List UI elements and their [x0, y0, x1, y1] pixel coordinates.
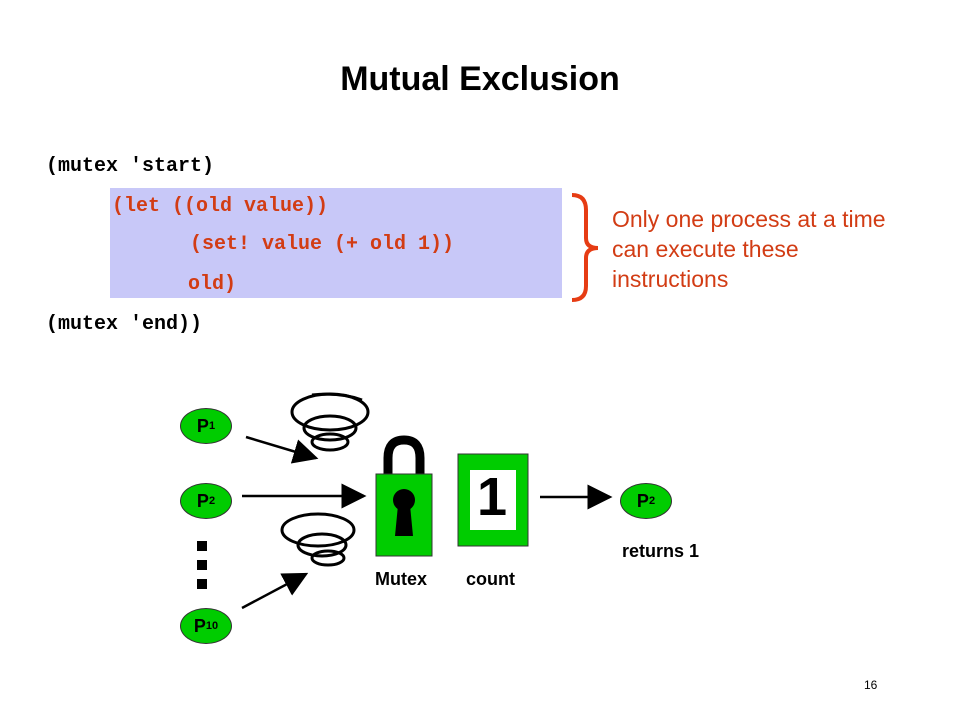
count-value: 1: [477, 467, 508, 527]
arrow-p1: [245, 435, 319, 464]
ellipsis-dots: [197, 541, 207, 589]
code-line-mutex-end: (mutex 'end)): [46, 313, 203, 336]
code-line-let: (let ((old value)): [112, 195, 329, 218]
arrow-p10: [241, 572, 309, 610]
count-box: [457, 453, 529, 547]
critical-section-highlight: [110, 188, 562, 298]
mutex-label: Mutex: [375, 569, 428, 589]
code-line-mutex-start: (mutex 'start): [46, 155, 215, 178]
padlock-icon: [375, 435, 433, 557]
code-line-old: old): [188, 273, 237, 296]
spiral-icon-top: [290, 392, 370, 452]
curly-brace: [571, 193, 599, 302]
code-line-set: (set! value (+ old 1)): [190, 233, 455, 256]
spiral-icon-bottom: [280, 512, 356, 567]
critical-section-note: Only one process at a time can execute t…: [612, 206, 886, 292]
page-title: Mutual Exclusion: [340, 60, 620, 98]
returns-label: returns 1: [622, 541, 700, 561]
count-label: count: [466, 569, 515, 589]
page-number: 16: [864, 678, 878, 692]
